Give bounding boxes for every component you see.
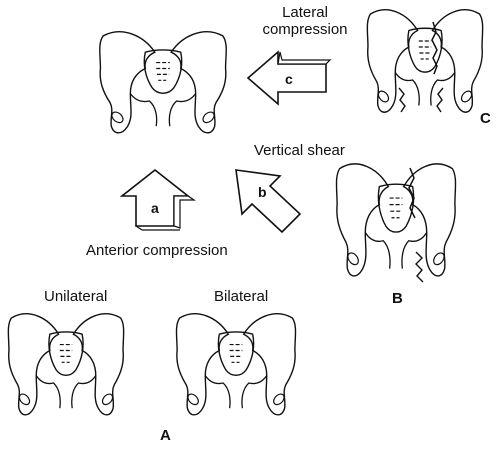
lateral-compression-label: Lateral compression (262, 4, 348, 38)
pelvis-bilateral (175, 313, 297, 416)
arrow-letter-c: c (285, 71, 293, 87)
arrow-letter-b: b (258, 184, 267, 200)
unilateral-label: Unilateral (44, 288, 108, 305)
anterior-compression-label: Anterior compression (86, 242, 228, 259)
pelvis-vertical-shear-B (335, 163, 457, 282)
pelvis-unilateral (7, 313, 125, 416)
panel-letter-C: C (480, 110, 491, 127)
panel-letter-B: B (392, 290, 403, 307)
lateral-compression-arrow (248, 52, 330, 104)
bilateral-label: Bilateral (214, 288, 269, 305)
vertical-shear-label: Vertical shear (254, 142, 345, 159)
panel-letter-A: A (160, 427, 171, 444)
vertical-shear-arrow (236, 170, 300, 232)
pelvis-top-center (99, 31, 227, 134)
pelvis-lateral-compression-C (366, 9, 484, 113)
arrow-letter-a: a (151, 200, 159, 216)
anterior-compression-arrow (122, 170, 194, 230)
